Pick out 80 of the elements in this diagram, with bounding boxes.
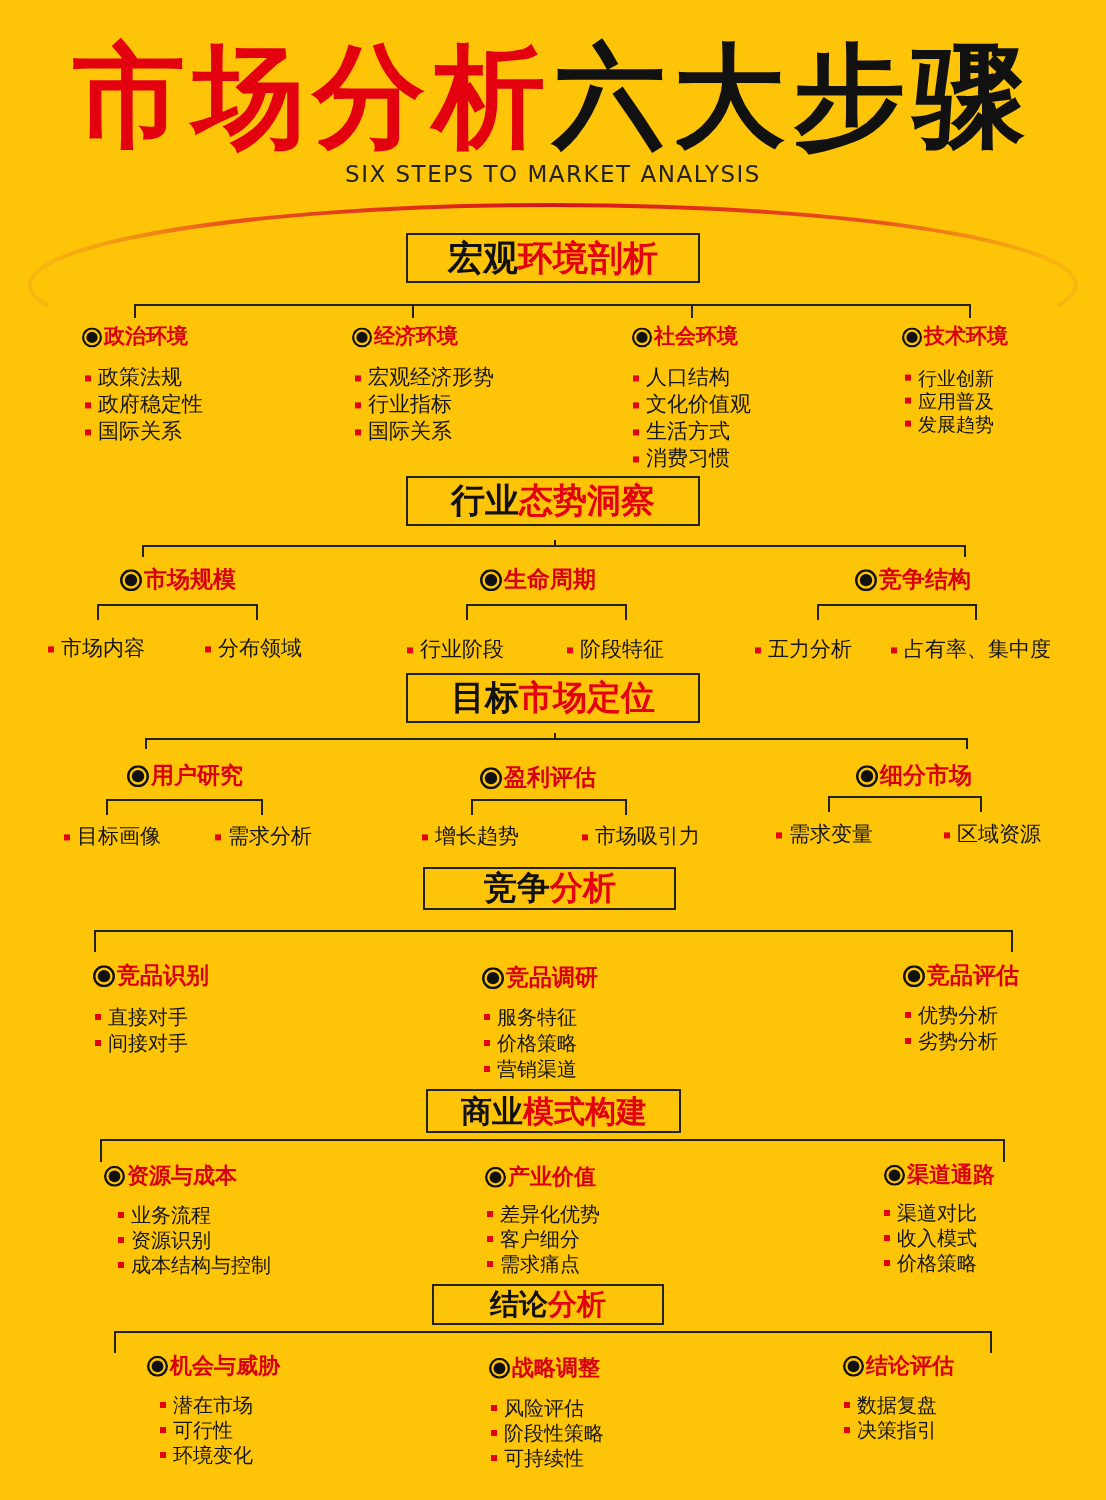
- list-item: 价格策略: [497, 1031, 577, 1055]
- step-heading: 结论分析: [490, 1288, 606, 1321]
- list-item: 优势分析: [918, 1003, 998, 1027]
- step-box: [406, 476, 700, 526]
- list-item: 风险评估: [504, 1396, 584, 1420]
- list-item: 行业创新: [918, 366, 994, 390]
- list-item: 收入模式: [897, 1226, 977, 1250]
- subheading: 经济环境: [374, 324, 458, 350]
- list-item: 区域资源: [957, 822, 1041, 848]
- list-item: 资源识别: [131, 1228, 211, 1252]
- list-item: 需求变量: [789, 822, 873, 848]
- list-item: 成本结构与控制: [131, 1253, 271, 1277]
- list-item: 业务流程: [131, 1203, 211, 1227]
- subheading: 资源与成本: [127, 1162, 237, 1190]
- list-item: 政策法规: [98, 365, 182, 391]
- list-item: 价格策略: [897, 1251, 977, 1275]
- list-item: 文化价值观: [646, 392, 751, 418]
- list-item: 消费习惯: [646, 446, 730, 472]
- step-heading: 商业模式构建: [460, 1093, 647, 1129]
- list-item: 市场吸引力: [595, 824, 700, 850]
- list-item: 直接对手: [108, 1005, 188, 1029]
- list-item: 政府稳定性: [98, 392, 203, 418]
- subheading: 渠道通路: [907, 1161, 995, 1189]
- list-item: 服务特征: [497, 1005, 577, 1029]
- list-item: 分布领域: [218, 636, 302, 662]
- list-item: 应用普及: [918, 389, 994, 413]
- subheading: 市场规模: [144, 566, 236, 594]
- list-item: 间接对手: [108, 1031, 188, 1055]
- list-item: 五力分析: [768, 637, 852, 663]
- step-box: [406, 233, 700, 283]
- list-item: 渠道对比: [897, 1201, 977, 1225]
- step-box: [406, 673, 700, 723]
- subheading: 竞品识别: [117, 962, 209, 990]
- list-item: 行业指标: [368, 392, 452, 418]
- subheading: 盈利评估: [504, 764, 596, 792]
- list-item: 劣势分析: [918, 1029, 998, 1053]
- list-item: 宏观经济形势: [368, 365, 494, 391]
- list-item: 数据复盘: [857, 1393, 937, 1417]
- subheading: 竞品调研: [506, 964, 598, 992]
- list-item: 人口结构: [646, 365, 730, 391]
- subheading: 战略调整: [512, 1354, 600, 1382]
- subheading: 机会与威胁: [170, 1352, 280, 1380]
- subheading: 技术环境: [924, 324, 1008, 350]
- list-item: 环境变化: [173, 1443, 253, 1467]
- subheading: 竞品评估: [927, 962, 1019, 990]
- list-item: 决策指引: [857, 1418, 937, 1442]
- subheading: 用户研究: [151, 762, 243, 790]
- list-item: 市场内容: [61, 636, 145, 662]
- subheading: 结论评估: [866, 1352, 954, 1380]
- subheading: 产业价值: [508, 1163, 596, 1191]
- list-item: 国际关系: [368, 419, 452, 445]
- list-item: 生活方式: [646, 419, 730, 445]
- list-item: 增长趋势: [435, 824, 519, 850]
- step-heading: 目标市场定位: [451, 679, 655, 717]
- list-item: 阶段特征: [580, 637, 664, 663]
- list-item: 占有率、集中度: [904, 637, 1051, 663]
- list-item: 可持续性: [504, 1446, 584, 1470]
- list-item: 潜在市场: [173, 1393, 253, 1417]
- step-box: [426, 1089, 681, 1133]
- list-item: 可行性: [173, 1418, 233, 1442]
- step-heading: 竞争分析: [483, 870, 616, 907]
- list-item: 阶段性策略: [504, 1421, 604, 1445]
- step-box: [423, 867, 676, 910]
- subheading: 竞争结构: [879, 566, 971, 594]
- step-box: [432, 1284, 664, 1325]
- list-item: 行业阶段: [420, 637, 504, 663]
- subtitle: SIX STEPS TO MARKET ANALYSIS: [345, 161, 761, 187]
- list-item: 需求分析: [228, 824, 312, 850]
- list-item: 客户细分: [500, 1227, 580, 1251]
- list-item: 差异化优势: [500, 1202, 600, 1226]
- subheading: 生命周期: [504, 566, 596, 594]
- subheading: 政治环境: [104, 324, 188, 350]
- list-item: 目标画像: [77, 824, 161, 850]
- list-item: 国际关系: [98, 419, 182, 445]
- list-item: 发展趋势: [918, 412, 994, 436]
- title: 市场分析六大步骤: [73, 31, 1033, 161]
- subheading: 社会环境: [654, 324, 738, 350]
- step-heading: 行业态势洞察: [451, 482, 655, 520]
- step-heading: 宏观环境剖析: [448, 238, 658, 278]
- subheading: 细分市场: [880, 762, 972, 790]
